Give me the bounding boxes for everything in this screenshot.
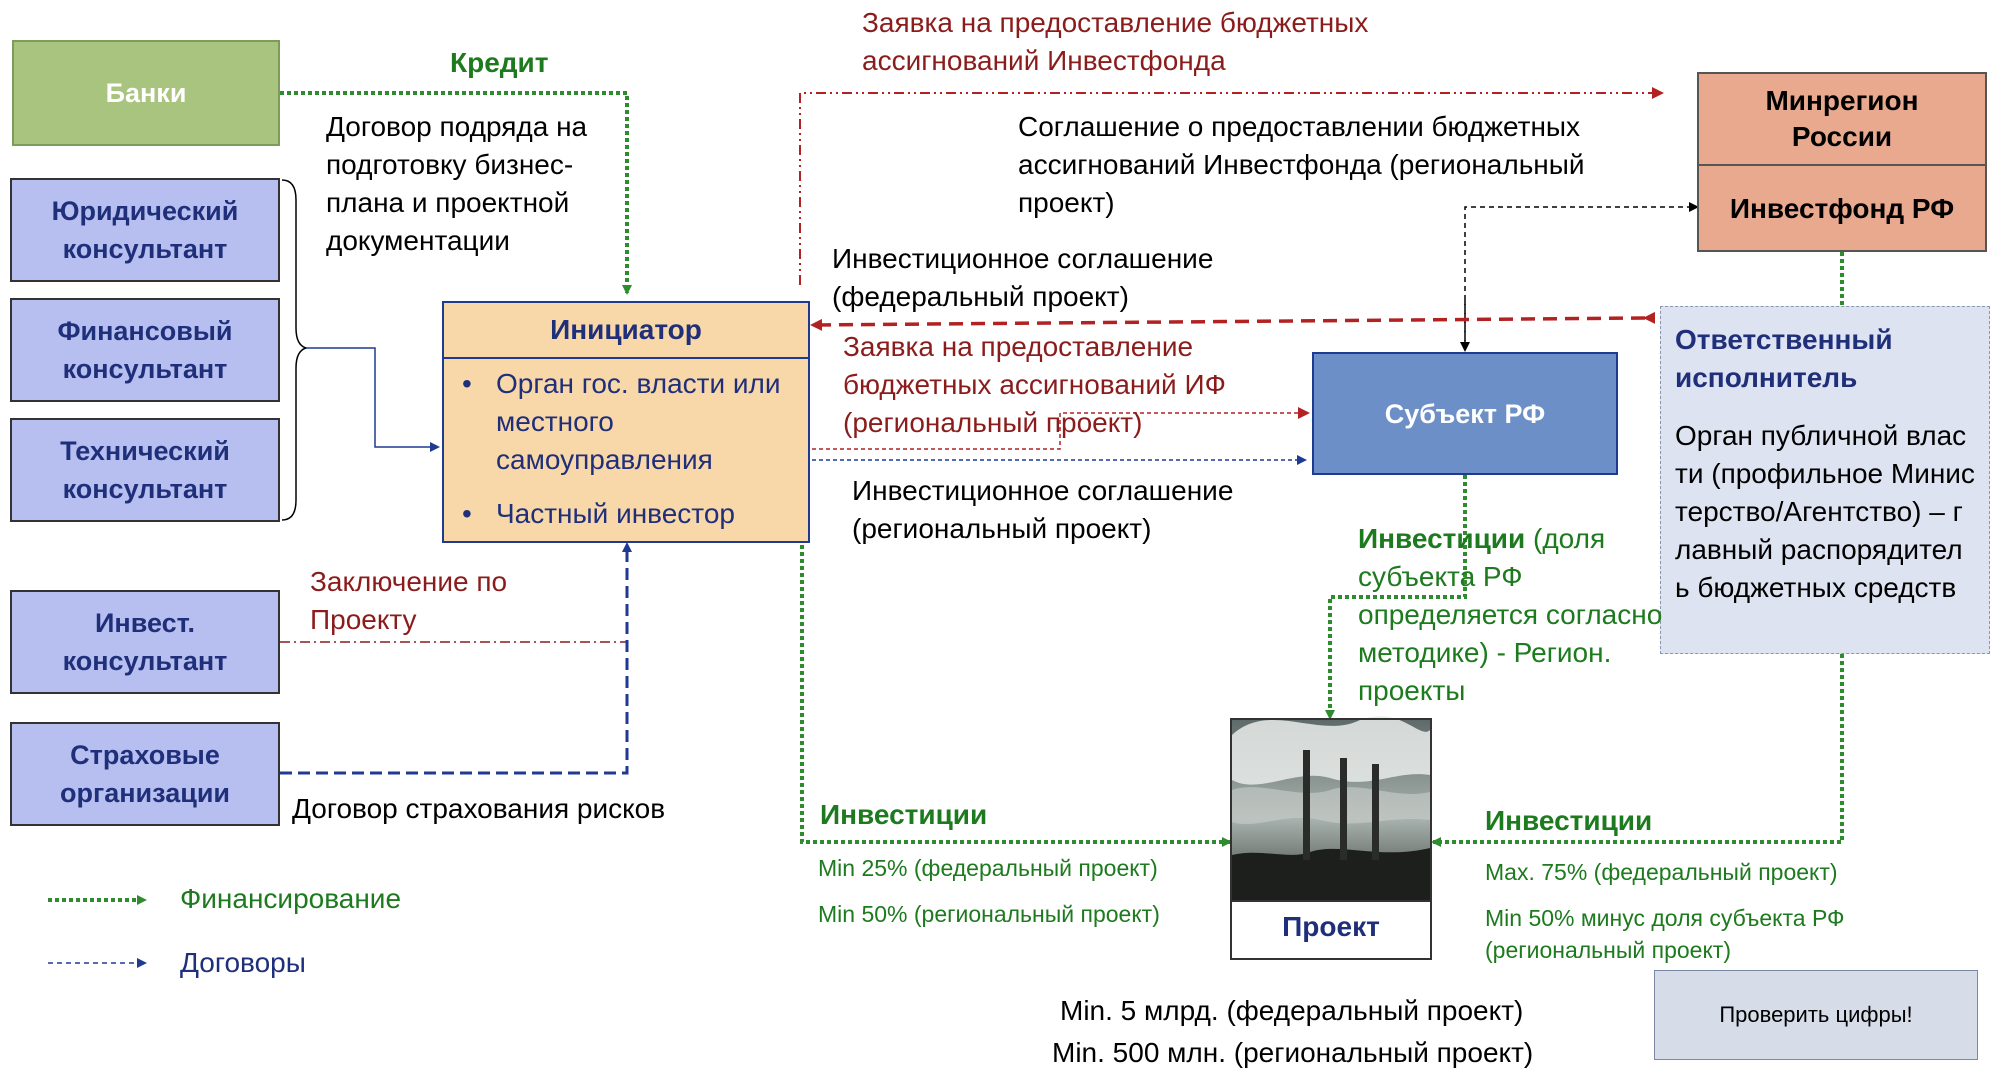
investfund-label: Инвестфонд РФ [1729, 193, 1955, 224]
ministry-box: Минрегион России Инвестфонд РФ [1697, 72, 1987, 252]
insurance-contract-label: Договор страхования рисков [292, 793, 666, 824]
left-min25-label: Min 25% (федеральный проект) [818, 855, 1158, 881]
responsible-title: Ответственный исполнитель [1675, 324, 1893, 393]
subject-invest-rest: (доля субъекта РФ определяется согласно … [1358, 523, 1663, 706]
ministry-label: Минрегион России [1699, 74, 1985, 166]
request-fund-arrow [799, 87, 1664, 285]
invest-agreement-fed-arrow [810, 311, 1656, 331]
initiator-item-investor: Частный инвестор [462, 495, 798, 533]
invest-consultant-box: Инвест. консультант [10, 590, 280, 694]
right-min50-label: Min 50% минус доля субъекта РФ (регионал… [1485, 905, 1845, 963]
insurance-arrow [280, 542, 632, 775]
conclusion-label: Заключение по Проекту [310, 566, 508, 635]
invest-consultant-label: Инвест. консультант [62, 608, 228, 676]
initiator-invest-arrow [800, 545, 1232, 847]
subject-label: Субъект РФ [1384, 398, 1546, 429]
agreement-fund-arrow [1464, 202, 1699, 345]
left-min50-label: Min 50% (региональный проект) [818, 901, 1160, 927]
agreement-fund-label: Соглашение о предоставлении бюджетных ас… [1018, 111, 1585, 218]
responsible-box: Ответственный исполнитель Орган публично… [1660, 306, 1990, 654]
subject-invest-label: Инвестиции (доля субъекта РФ определяетс… [1358, 520, 1668, 710]
insurance-box: Страховые организации [10, 722, 280, 826]
project-box: Проект [1230, 718, 1432, 960]
legal-consultant-box: Юридический консультант [10, 178, 280, 282]
request-if-arrow [812, 407, 1310, 450]
request-if-label: Заявка на предоставление бюджетных ассиг… [843, 331, 1226, 438]
technical-consultant-box: Технический консультант [10, 418, 280, 522]
technical-consultant-label: Технический консультант [60, 436, 230, 504]
project-label: Проект [1282, 911, 1380, 942]
legend-contracts-label: Договоры [180, 947, 306, 978]
right-invest-label: Инвестиции [1485, 805, 1653, 836]
request-fund-label: Заявка на предоставление бюджетных ассиг… [862, 7, 1369, 76]
initiator-title: Инициатор [444, 303, 808, 359]
subject-box: Субъект РФ [1312, 352, 1618, 475]
banks-box: Банки [12, 40, 280, 146]
check-figures-label: Проверить цифры! [1719, 1002, 1913, 1027]
invest-agreement-fed-label: Инвестиционное соглашение (федеральный п… [832, 243, 1214, 312]
project-divider [1230, 900, 1432, 902]
contract-prep-label: Договор подряда на подготовку бизнес-пла… [326, 111, 588, 256]
initiator-item-authority: Орган гос. власти или местного самоуправ… [462, 365, 798, 479]
initiator-box: Инициатор Орган гос. власти или местного… [442, 301, 810, 543]
legend-financing-label: Финансирование [180, 883, 402, 914]
consultants-connector [306, 347, 440, 452]
banks-label: Банки [105, 78, 187, 108]
project-min-fed-label: Min. 5 млрд. (федеральный проект) [1060, 995, 1524, 1026]
subject-invest-bold: Инвестиции [1358, 523, 1526, 554]
insurance-label: Страховые организации [59, 740, 231, 808]
financial-consultant-box: Финансовый консультант [10, 298, 280, 402]
credit-arrow [280, 91, 632, 295]
subject-invest-arrow [1325, 475, 1467, 720]
project-min-reg-label: Min. 500 млн. (региональный проект) [1052, 1037, 1534, 1068]
responsible-text: Орган публичной власти (профильное Минис… [1675, 420, 1975, 603]
credit-label: Кредит [450, 47, 549, 78]
legal-consultant-label: Юридический консультант [51, 196, 239, 264]
left-invest-label: Инвестиции [820, 799, 988, 830]
factory-image [1232, 716, 1430, 900]
invest-agreement-reg-label: Инвестиционное соглашение (региональный … [852, 475, 1234, 544]
right-max75-label: Max. 75% (федеральный проект) [1485, 859, 1838, 885]
check-figures-box: Проверить цифры! [1654, 970, 1978, 1060]
financial-consultant-label: Финансовый консультант [57, 316, 233, 384]
consultants-brace [281, 179, 309, 521]
